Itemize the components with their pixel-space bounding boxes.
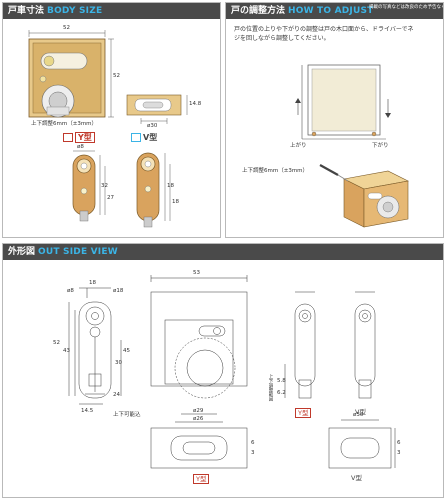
osv-d145: 14.5	[81, 408, 94, 414]
osv-d6b: 6	[397, 440, 401, 446]
dim-height: 52	[113, 73, 120, 79]
how-to-adjust-title-en: HOW TO ADJUST	[288, 6, 374, 16]
side-view-v-narrow	[354, 303, 376, 387]
osv-phi29: ø29	[193, 408, 204, 414]
bottom-view-y	[150, 427, 248, 469]
dim-v-32: 32	[101, 183, 108, 189]
side-view-y-roller	[78, 301, 112, 399]
body-size-title-ja: 戸車寸法	[8, 6, 45, 16]
osv-d24: 24	[113, 392, 120, 398]
screwdriver-icon	[319, 164, 349, 182]
osv-tag-y: Y型	[295, 408, 312, 418]
dim-width2: ø30	[147, 123, 158, 129]
body-size-title-en: BODY SIZE	[47, 6, 103, 16]
how-to-adjust-drawing	[295, 64, 409, 228]
adjust-3d-body	[343, 170, 409, 228]
how-to-adjust-title-ja: 戸の調整方法	[231, 6, 286, 16]
dim-v-27: 27	[107, 195, 114, 201]
osv-d58: 5.8	[277, 378, 286, 384]
dim-v-phi8: ø8	[77, 144, 84, 150]
osv-d53: 53	[193, 270, 200, 276]
osv-d45: 45	[123, 348, 130, 354]
osv-phi30: ø30	[353, 412, 364, 418]
osv-tag-v: V型	[355, 408, 366, 416]
dim-v-18: 18	[167, 183, 174, 189]
type-y-label: Y型	[75, 132, 95, 143]
osv-phi8: ø8	[67, 288, 74, 294]
adjust-instruction: 戸の位置の上りや下がりの調整は戸の木口面から、ドライバーでネジを回しながら調整し…	[234, 26, 414, 42]
out-side-view-drawing	[68, 275, 396, 469]
osv-d43: 43	[63, 348, 70, 354]
down-label: 下がり	[372, 143, 389, 149]
type-v-badge: V型	[131, 133, 157, 143]
v-type-icon	[131, 133, 141, 142]
osv-d30: 30	[115, 360, 122, 366]
osv-tag-y2: Y型	[193, 474, 210, 484]
dim-h148: 14.8	[189, 101, 202, 107]
osv-d3b: 3	[397, 450, 401, 456]
osv-phi26: ø26	[193, 416, 204, 422]
osv-phi18: ø18	[113, 288, 124, 294]
v-type-roller	[136, 152, 171, 228]
dim-v-18b: 18	[172, 199, 179, 205]
adjust-range-label: 上下調整6mm（±3mm）	[242, 168, 309, 174]
y-type-icon	[63, 133, 73, 142]
osv-d18: 18	[89, 280, 96, 286]
osv-d3: 3	[251, 450, 255, 456]
osv-d52: 52	[53, 340, 60, 346]
type-v-label: V型	[143, 133, 158, 142]
bottom-view-v	[328, 427, 392, 469]
osv-adj-side: 上下調整範囲	[268, 374, 273, 401]
out-side-view-title-en: OUT SIDE VIEW	[38, 247, 118, 257]
osv-d62: 6.2	[277, 390, 286, 396]
type-y-badge: Y型	[63, 132, 95, 143]
dim-width: 52	[63, 25, 70, 31]
main-body-outline	[150, 291, 248, 387]
header-note: 掲載の写真などは改良のため予告なく仕様を変更することがあります。	[369, 5, 443, 10]
y-type-roller	[72, 150, 106, 222]
side-view-y-narrow	[294, 303, 316, 387]
osv-d6: 6	[251, 440, 255, 446]
up-label: 上がり	[290, 143, 307, 149]
osv-down-lim: 上下可能込	[113, 412, 141, 418]
dim-adjust: 上下調整6mm（±3mm）	[31, 121, 98, 127]
body-size-drawing	[28, 30, 188, 228]
out-side-view-title-ja: 外形図	[8, 247, 36, 257]
osv-tag-v2: V型	[351, 474, 362, 482]
